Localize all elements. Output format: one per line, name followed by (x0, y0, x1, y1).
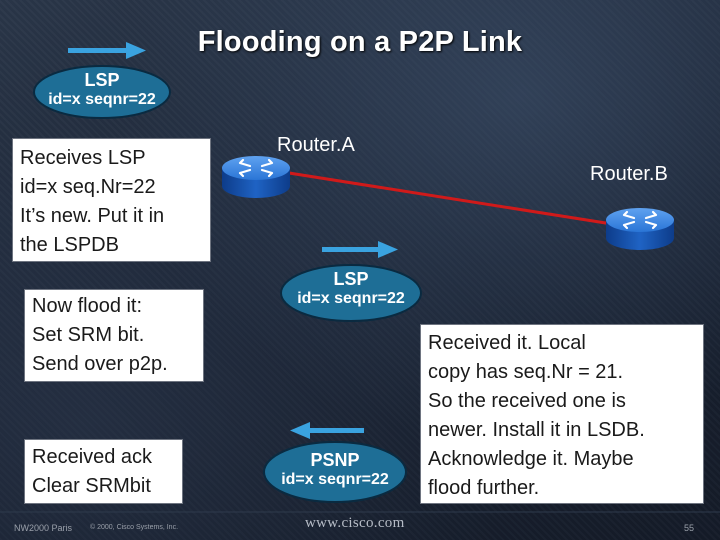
lsp-mid-id: id=x seqnr=22 (297, 290, 405, 307)
lsp-mid-label: LSP id=x seqnr=22 (281, 269, 421, 308)
lsp-top-packet (33, 65, 171, 119)
footer-event: NW2000 Paris (14, 523, 73, 533)
psnp-arrow (290, 422, 364, 439)
note-line: Received it. Local (428, 332, 586, 354)
psnp-label: PSNP id=x seqnr=22 (264, 450, 406, 489)
psnp-packet (263, 441, 407, 503)
note-line: Acknowledge it. Maybe (428, 448, 634, 470)
note-receives-lsp: Receives LSP id=x seq.Nr=22 It’s new. Pu… (12, 138, 211, 262)
lsp-top-arrow (68, 42, 146, 59)
lsp-top-id: id=x seqnr=22 (48, 91, 156, 108)
note-flood: Now flood it: Set SRM bit. Send over p2p… (24, 289, 204, 382)
note-line: It’s new. Put it in (20, 205, 165, 227)
router-a-label: Router.A (277, 134, 355, 156)
router-b-label: Router.B (590, 163, 668, 185)
lsp-top-label: LSP id=x seqnr=22 (34, 70, 170, 109)
footer-page-number: 55 (684, 523, 695, 533)
note-line: Received ack (32, 446, 153, 468)
psnp-type: PSNP (310, 450, 360, 470)
lsp-mid-arrow (322, 241, 398, 258)
note-line: the LSPDB (20, 234, 119, 256)
lsp-mid-type: LSP (333, 269, 369, 289)
note-line: flood further. (428, 477, 540, 499)
note-line: Clear SRMbit (32, 475, 151, 497)
note-line: Now flood it: (32, 295, 143, 317)
p2p-link (269, 168, 613, 226)
note-line: Set SRM bit. (32, 324, 145, 346)
note-line: So the received one is (428, 390, 626, 412)
footer-url: www.cisco.com (305, 515, 405, 531)
router-a-icon (222, 156, 290, 198)
note-line: Receives LSP (20, 147, 146, 169)
footer-copyright: © 2000, Cisco Systems, Inc. (90, 524, 179, 531)
note-line: copy has seq.Nr = 21. (428, 361, 624, 383)
psnp-id: id=x seqnr=22 (281, 471, 389, 488)
lsp-top-type: LSP (84, 70, 120, 90)
router-b-icon (606, 208, 674, 250)
slide-title: Flooding on a P2P Link (197, 26, 523, 58)
note-line: id=x seq.Nr=22 (20, 176, 156, 198)
note-line: newer. Install it in LSDB. (428, 419, 645, 441)
lsp-mid-packet (280, 264, 422, 322)
note-line: Send over p2p. (32, 353, 168, 375)
note-received-ack: Received ack Clear SRMbit (24, 439, 183, 504)
note-router-b: Received it. Local copy has seq.Nr = 21.… (420, 324, 704, 504)
